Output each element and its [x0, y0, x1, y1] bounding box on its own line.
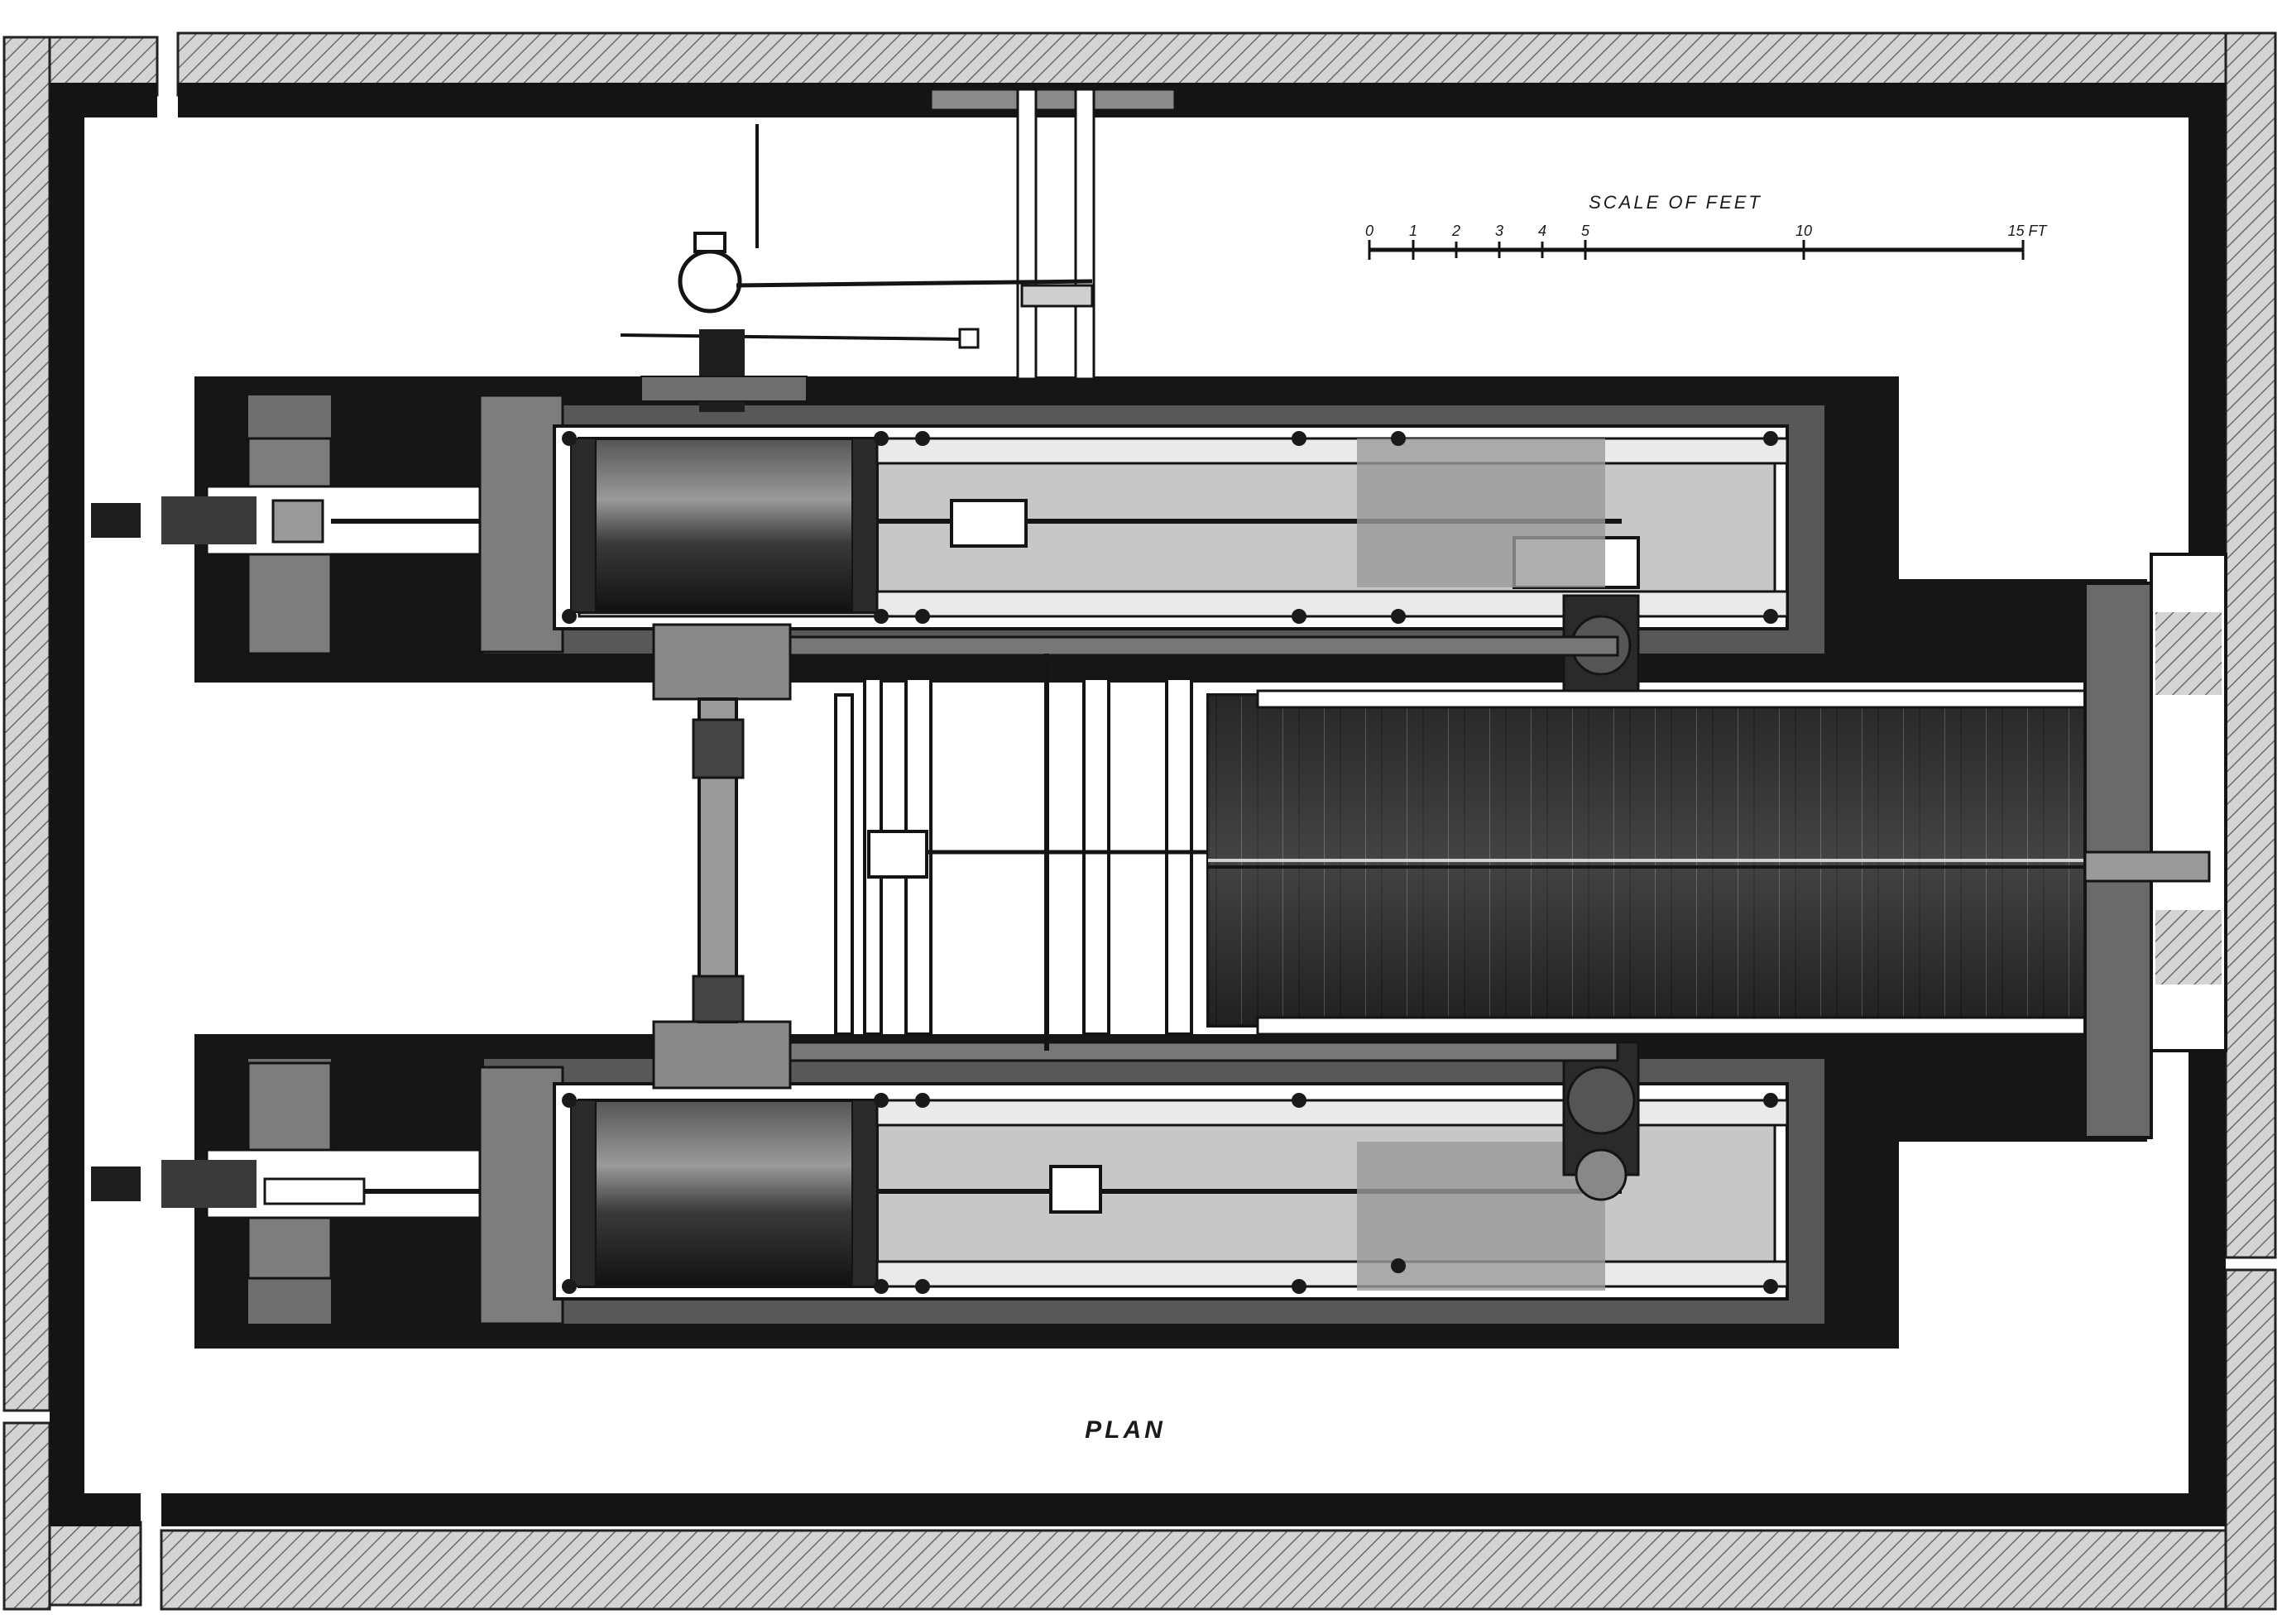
scale-tick-5: 5: [1581, 223, 1590, 239]
scale-tick-4: 4: [1538, 223, 1546, 239]
scale-tick-2: 2: [1451, 223, 1460, 239]
scale-tick-1: 1: [1409, 223, 1417, 239]
valve-gear-upper: [620, 88, 1177, 412]
drawing-caption: PLAN: [1085, 1416, 1166, 1444]
upper-engine: [91, 394, 1789, 697]
scale-tick-3: 3: [1495, 223, 1503, 239]
scale-bar: SCALE OF FEET 0 1 2 3 4 5 10 15 FT: [1365, 192, 2049, 260]
scale-tick-10: 10: [1795, 223, 1812, 239]
scale-bar-title: SCALE OF FEET: [1589, 192, 1762, 213]
central-frame: [652, 623, 1619, 1090]
scale-tick-0: 0: [1365, 223, 1374, 239]
wall-recess-right: [2150, 553, 2227, 1052]
lower-engine: [91, 1041, 1789, 1325]
inner-wall-lining: [50, 83, 2226, 1526]
flywheel-drum: [1206, 582, 2211, 1139]
scale-tick-15: 15 FT: [2007, 223, 2048, 239]
